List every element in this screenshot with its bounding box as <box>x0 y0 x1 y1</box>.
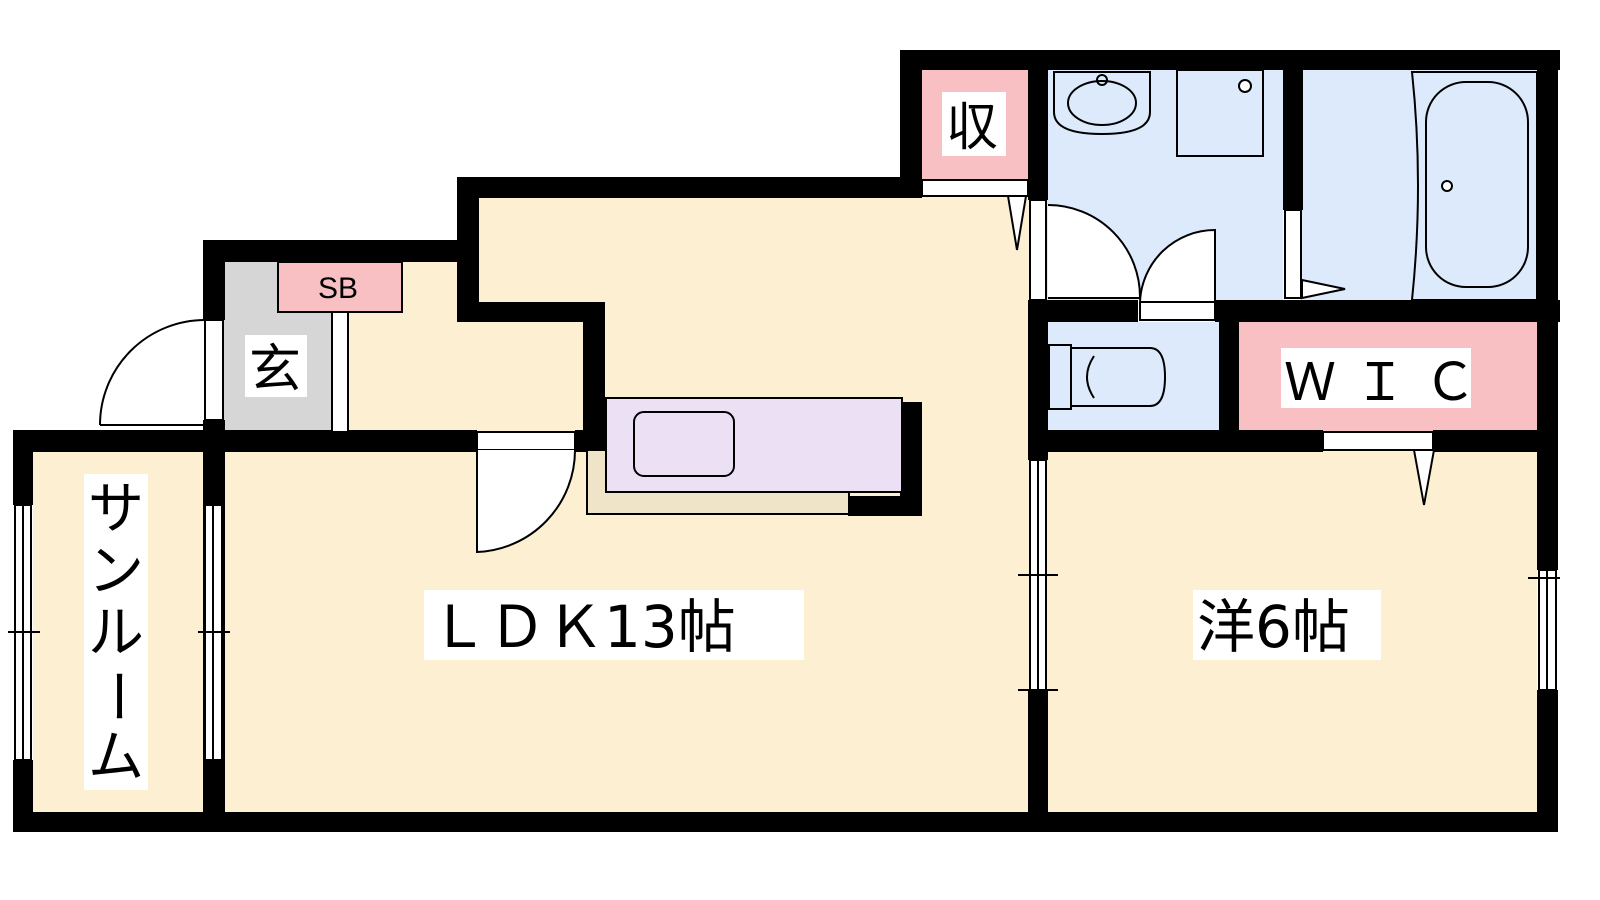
western-room-label: 洋6帖 <box>1197 593 1350 661</box>
toilet-door[interactable] <box>1138 228 1216 321</box>
shoe-box-label: SB <box>318 272 358 305</box>
wall <box>1537 690 1558 832</box>
washing-machine-space <box>1176 69 1264 157</box>
labels: ＬＤＫ13帖 洋6帖 サ ン ル ー ム 玄 SB 収 ＷＩＣ <box>84 92 1494 790</box>
windows <box>8 459 1560 761</box>
wall <box>1028 300 1048 460</box>
doors <box>99 179 1436 554</box>
bathtub <box>1410 71 1538 301</box>
wall <box>1433 430 1558 452</box>
western-label-bg <box>1193 590 1381 660</box>
wic-label-bg <box>1281 348 1471 408</box>
wall <box>1219 300 1239 452</box>
wall <box>1215 300 1560 322</box>
wall <box>848 496 922 516</box>
wall <box>457 177 922 198</box>
wall <box>1028 300 1138 322</box>
wall <box>900 50 1560 70</box>
front-door[interactable] <box>99 319 224 426</box>
entrance-label: 玄 <box>249 340 301 400</box>
wall <box>900 50 922 198</box>
wall <box>575 430 605 452</box>
ldk-label: ＬＤＫ13帖 <box>430 593 736 661</box>
wall <box>13 812 1558 832</box>
sunroom-char: ン <box>88 539 144 604</box>
storage-door[interactable] <box>921 179 1029 251</box>
toilet-fixture <box>1048 344 1167 410</box>
wall <box>203 240 225 320</box>
sunroom-char: ム <box>88 725 144 790</box>
sunroom-char: ー <box>84 668 149 724</box>
sunroom-label-bg <box>84 474 148 790</box>
sunroom-char: サ <box>88 477 144 542</box>
entrance-step <box>331 311 349 433</box>
wall <box>1028 430 1323 452</box>
storage-label: 収 <box>946 98 998 158</box>
bathroom-door[interactable] <box>1284 209 1346 300</box>
wash-basin <box>1053 71 1151 136</box>
washroom-door[interactable] <box>1029 199 1142 301</box>
wall <box>13 430 33 505</box>
wall <box>583 302 605 452</box>
entrance-label-bg <box>245 335 307 397</box>
wic-label: ＷＩＣ <box>1284 353 1494 413</box>
wall <box>900 402 922 516</box>
wall <box>13 430 225 452</box>
kitchen-sink <box>633 411 735 477</box>
sunroom-char: ル <box>88 601 144 666</box>
ldk-door[interactable] <box>476 431 577 554</box>
wall <box>203 240 479 262</box>
wall <box>1283 50 1303 210</box>
fixtures <box>586 69 1538 515</box>
wall <box>1028 50 1048 200</box>
wall <box>1028 690 1048 825</box>
storage-label-bg <box>942 92 1006 156</box>
wall <box>457 302 605 322</box>
ldk-label-bg <box>424 590 804 660</box>
wic-door[interactable] <box>1322 431 1436 506</box>
wall <box>222 430 477 452</box>
